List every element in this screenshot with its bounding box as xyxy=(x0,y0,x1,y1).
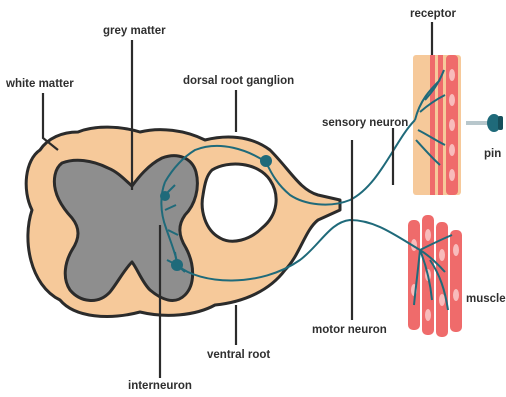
label-sensory-neuron: sensory neuron xyxy=(322,117,408,129)
label-receptor: receptor xyxy=(410,8,457,20)
label-muscle: muscle xyxy=(466,293,506,305)
label-motor-neuron: motor neuron xyxy=(312,324,387,336)
label-pin: pin xyxy=(484,148,501,160)
pin-icon xyxy=(466,114,503,132)
label-dorsal-root-ganglion: dorsal root ganglion xyxy=(183,75,294,87)
receptor-cell-4 xyxy=(449,144,455,156)
label-white-matter: white matter xyxy=(5,78,74,90)
label-ventral-root: ventral root xyxy=(207,349,270,361)
receptor-cell-5 xyxy=(449,169,455,181)
receptor-fiber-1 xyxy=(430,55,435,195)
muscle-fibers xyxy=(408,215,462,337)
receptor-cell-1 xyxy=(449,69,455,81)
dorsal-root-ganglion-soma xyxy=(260,155,272,167)
label-grey-matter: grey matter xyxy=(103,25,166,37)
label-interneuron: interneuron xyxy=(128,380,192,392)
receptor-cell-2 xyxy=(449,94,455,106)
receptor-cell-3 xyxy=(449,119,455,131)
interneuron-soma xyxy=(160,191,170,201)
